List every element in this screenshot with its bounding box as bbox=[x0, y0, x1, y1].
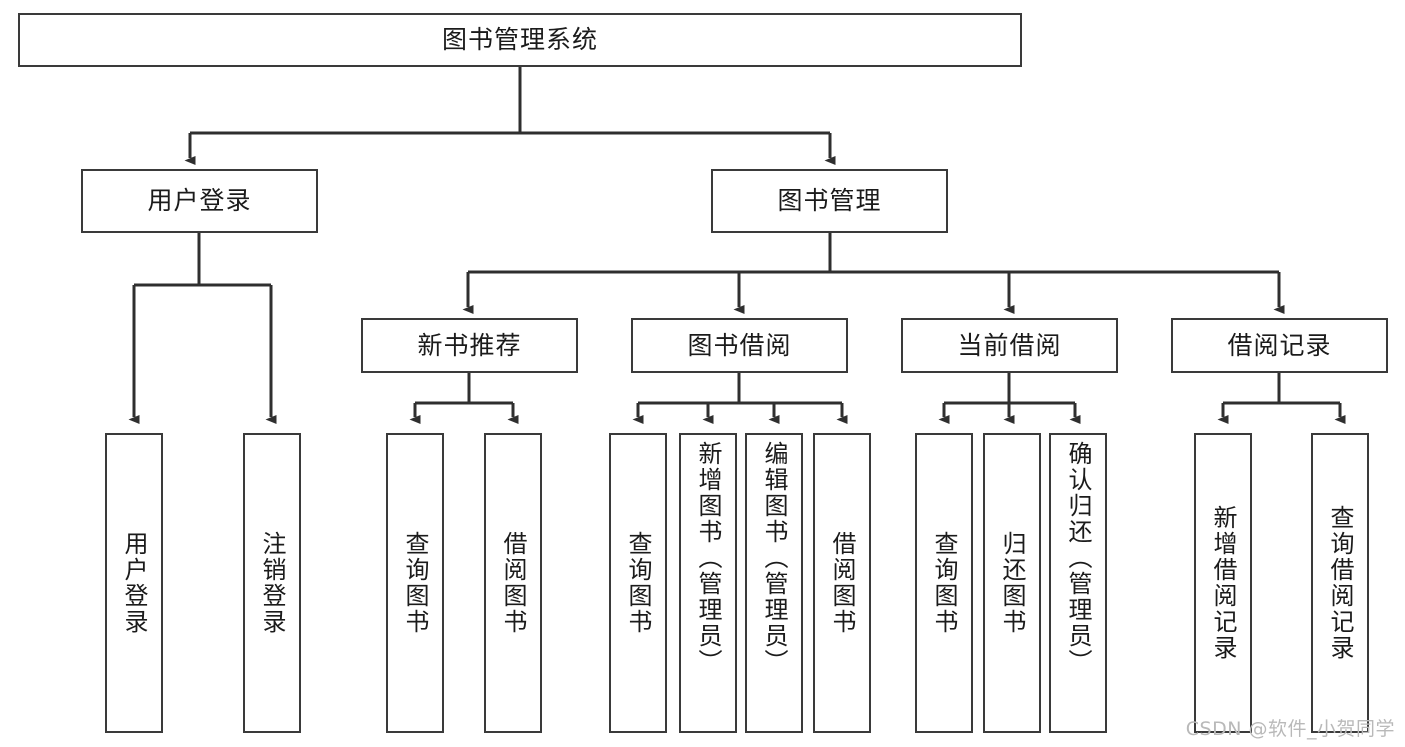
leaf-query-record-label: 查询借阅记录 bbox=[1326, 505, 1354, 661]
node-current-borrow[interactable]: 当前借阅 bbox=[901, 318, 1118, 373]
leaf-confirm-return-label: 确认归还（管理员） bbox=[1064, 441, 1092, 675]
node-current-borrow-label: 当前借阅 bbox=[957, 330, 1062, 360]
node-new-book-rec-label: 新书推荐 bbox=[417, 330, 522, 360]
leaf-edit-book-label: 编辑图书（管理员） bbox=[760, 441, 788, 675]
leaf-query-book-2[interactable]: 查询图书 bbox=[609, 433, 667, 733]
leaf-borrow-book-2-label: 借阅图书 bbox=[828, 531, 856, 635]
leaf-query-book-1[interactable]: 查询图书 bbox=[386, 433, 444, 733]
leaf-query-book-3-label: 查询图书 bbox=[930, 531, 958, 635]
leaf-logout-label: 注销登录 bbox=[258, 531, 286, 635]
node-new-book-rec[interactable]: 新书推荐 bbox=[361, 318, 578, 373]
leaf-borrow-book-1-label: 借阅图书 bbox=[499, 531, 527, 635]
node-book-admin[interactable]: 图书管理 bbox=[711, 169, 948, 233]
leaf-confirm-return[interactable]: 确认归还（管理员） bbox=[1049, 433, 1107, 733]
leaf-user-login[interactable]: 用户登录 bbox=[105, 433, 163, 733]
leaf-add-book-label: 新增图书（管理员） bbox=[694, 441, 722, 675]
node-root[interactable]: 图书管理系统 bbox=[18, 13, 1022, 67]
leaf-return-book[interactable]: 归还图书 bbox=[983, 433, 1041, 733]
node-user-login[interactable]: 用户登录 bbox=[81, 169, 318, 233]
leaf-query-book-1-label: 查询图书 bbox=[401, 531, 429, 635]
node-borrow-record-label: 借阅记录 bbox=[1227, 330, 1332, 360]
node-root-label: 图书管理系统 bbox=[441, 25, 598, 54]
leaf-add-book[interactable]: 新增图书（管理员） bbox=[679, 433, 737, 733]
node-borrow-record[interactable]: 借阅记录 bbox=[1171, 318, 1388, 373]
leaf-borrow-book-2[interactable]: 借阅图书 bbox=[813, 433, 871, 733]
node-book-borrow-label: 图书借阅 bbox=[687, 330, 792, 360]
leaf-add-record-label: 新增借阅记录 bbox=[1209, 505, 1237, 661]
leaf-query-record[interactable]: 查询借阅记录 bbox=[1311, 433, 1369, 733]
node-user-login-label: 用户登录 bbox=[147, 186, 252, 215]
leaf-query-book-3[interactable]: 查询图书 bbox=[915, 433, 973, 733]
node-book-admin-label: 图书管理 bbox=[777, 186, 882, 215]
leaf-edit-book[interactable]: 编辑图书（管理员） bbox=[745, 433, 803, 733]
watermark: CSDN @软件_小贺同学 bbox=[1185, 718, 1395, 740]
leaf-borrow-book-1[interactable]: 借阅图书 bbox=[484, 433, 542, 733]
leaf-user-login-label: 用户登录 bbox=[120, 531, 148, 635]
leaf-query-book-2-label: 查询图书 bbox=[624, 531, 652, 635]
leaf-add-record[interactable]: 新增借阅记录 bbox=[1194, 433, 1252, 733]
leaf-logout[interactable]: 注销登录 bbox=[243, 433, 301, 733]
leaf-return-book-label: 归还图书 bbox=[998, 531, 1026, 635]
node-book-borrow[interactable]: 图书借阅 bbox=[631, 318, 848, 373]
